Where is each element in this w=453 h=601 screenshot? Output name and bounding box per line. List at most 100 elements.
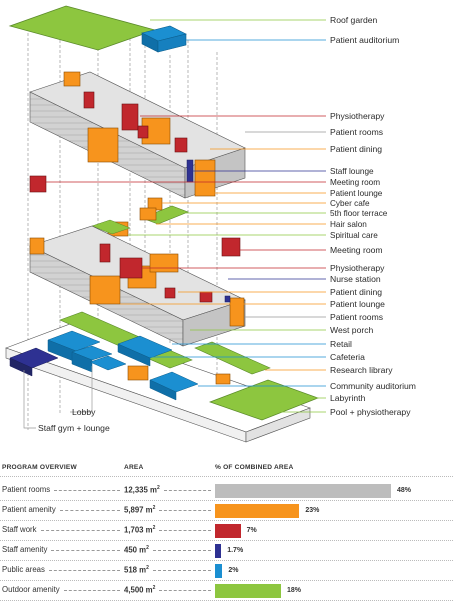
- program-area-value: 518 m: [124, 565, 147, 575]
- axonometric-diagram: Roof garden Patient auditorium Physiothe…: [5, 5, 416, 443]
- label-spiritual-care: Spiritual care: [330, 231, 378, 240]
- label-patient-lounge-mid: Patient lounge: [330, 299, 385, 309]
- program-area: 5,897 m2: [124, 505, 155, 515]
- row-divider: [0, 520, 453, 521]
- program-name: Patient amenity: [2, 505, 56, 514]
- program-row: Patient amenity 5,897 m2 23%: [0, 500, 453, 520]
- program-area-value: 12,335 m: [124, 485, 157, 495]
- middle-floor-block: [29, 225, 246, 347]
- label-roof-garden: Roof garden: [330, 15, 378, 25]
- dotted-leader: [163, 490, 211, 491]
- program-area-value: 1,703 m: [124, 525, 153, 535]
- dotted-leader: [159, 590, 211, 591]
- dotted-leader: [59, 510, 120, 511]
- dotted-leader: [51, 550, 120, 551]
- dotted-leader: [40, 530, 120, 531]
- dotted-leader: [152, 570, 211, 571]
- header-area: AREA: [124, 464, 144, 471]
- row-divider: [0, 500, 453, 501]
- dotted-leader: [48, 570, 120, 571]
- row-divider: [0, 540, 453, 541]
- label-research-library: Research library: [330, 365, 393, 375]
- percent-bar: [215, 524, 241, 538]
- label-meeting-room-top: Meeting room: [330, 178, 380, 187]
- label-patient-rooms-mid: Patient rooms: [330, 312, 383, 322]
- program-row: Staff amenity 450 m2 1.7%: [0, 540, 453, 560]
- label-pool-physiotherapy: Pool + physiotherapy: [330, 407, 411, 417]
- label-patient-dining-mid: Patient dining: [330, 287, 382, 297]
- label-patient-dining-top: Patient dining: [330, 144, 382, 154]
- label-retail: Retail: [330, 339, 352, 349]
- row-divider: [0, 560, 453, 561]
- dotted-leader: [54, 490, 120, 491]
- unit-superscript: 2: [152, 525, 156, 531]
- program-row: Public areas 518 m2 2%: [0, 560, 453, 580]
- percent-label: 2%: [228, 567, 239, 574]
- percent-bar: [215, 564, 223, 578]
- program-area: 4,500 m2: [124, 585, 155, 595]
- percent-bar: [215, 484, 391, 498]
- program-name: Public areas: [2, 565, 45, 574]
- label-patient-lounge-top: Patient lounge: [330, 189, 383, 198]
- unit-superscript: 2: [146, 565, 149, 571]
- label-meeting-room-mid: Meeting room: [330, 245, 383, 255]
- percent-label: 18%: [287, 587, 302, 594]
- ground-level: [5, 311, 319, 443]
- roof-garden-shape: [8, 5, 157, 51]
- dotted-leader: [152, 550, 211, 551]
- label-patient-rooms-top: Patient rooms: [330, 127, 383, 137]
- percent-bar: [215, 544, 222, 558]
- program-name: Staff amenity: [2, 545, 48, 554]
- percent-label: 48%: [397, 487, 412, 494]
- label-lobby: Lobby: [72, 407, 96, 417]
- label-physiotherapy-mid: Physiotherapy: [330, 263, 385, 273]
- program-area-value: 450 m: [124, 545, 147, 555]
- percent-label: 23%: [305, 507, 320, 514]
- unit-superscript: 2: [156, 485, 160, 491]
- label-patient-auditorium: Patient auditorium: [330, 35, 399, 45]
- label-cafeteria: Cafeteria: [330, 352, 365, 362]
- label-labyrinth: Labyrinth: [330, 393, 366, 403]
- unit-superscript: 2: [152, 505, 156, 511]
- dotted-leader: [159, 530, 211, 531]
- program-name: Staff work: [2, 525, 37, 534]
- header-program-overview: PROGRAM OVERVIEW: [2, 464, 77, 471]
- program-area-value: 4,500 m: [124, 585, 153, 595]
- label-nurse-station: Nurse station: [330, 274, 381, 284]
- header-divider: [0, 476, 453, 477]
- unit-superscript: 2: [152, 585, 156, 591]
- label-physiotherapy-top: Physiotherapy: [330, 111, 385, 121]
- label-cyber-cafe: Cyber cafe: [330, 199, 370, 208]
- dotted-leader: [159, 510, 211, 511]
- unit-superscript: 2: [146, 545, 149, 551]
- program-name: Patient rooms: [2, 485, 51, 494]
- program-overview-table: PROGRAM OVERVIEW AREA % OF COMBINED AREA…: [0, 464, 453, 601]
- program-row: Outdoor amenity 4,500 m2 18%: [0, 580, 453, 600]
- label-west-porch: West porch: [330, 325, 374, 335]
- label-community-auditorium: Community auditorium: [330, 381, 416, 391]
- program-area: 12,335 m2: [124, 485, 160, 495]
- program-area-value: 5,897 m: [124, 505, 153, 515]
- program-area: 450 m2: [124, 545, 149, 555]
- leader-lines: [23, 19, 326, 429]
- roof-level: [8, 5, 187, 53]
- label-staff-gym-lounge: Staff gym + lounge: [38, 423, 110, 433]
- program-area: 518 m2: [124, 565, 149, 575]
- percent-label: 1.7%: [227, 547, 244, 554]
- program-row: Patient rooms 12,335 m2 48%: [0, 480, 453, 500]
- upper-floor-block: [29, 71, 246, 199]
- percent-label: 7%: [246, 527, 257, 534]
- label-fifth-floor-terrace: 5th floor terrace: [330, 209, 388, 218]
- percent-bar: [215, 504, 300, 518]
- patient-auditorium-side: [157, 33, 187, 53]
- program-area: 1,703 m2: [124, 525, 155, 535]
- row-divider: [0, 580, 453, 581]
- label-staff-lounge: Staff lounge: [330, 167, 374, 176]
- diagram-labels: Roof garden Patient auditorium Physiothe…: [38, 15, 416, 433]
- header-percent: % OF COMBINED AREA: [215, 464, 294, 471]
- label-hair-salon: Hair salon: [330, 220, 367, 229]
- program-row: Staff work 1,703 m2 7%: [0, 520, 453, 540]
- program-name: Outdoor amenity: [2, 585, 60, 594]
- percent-bar: [215, 584, 281, 598]
- terrace-level: [91, 197, 241, 257]
